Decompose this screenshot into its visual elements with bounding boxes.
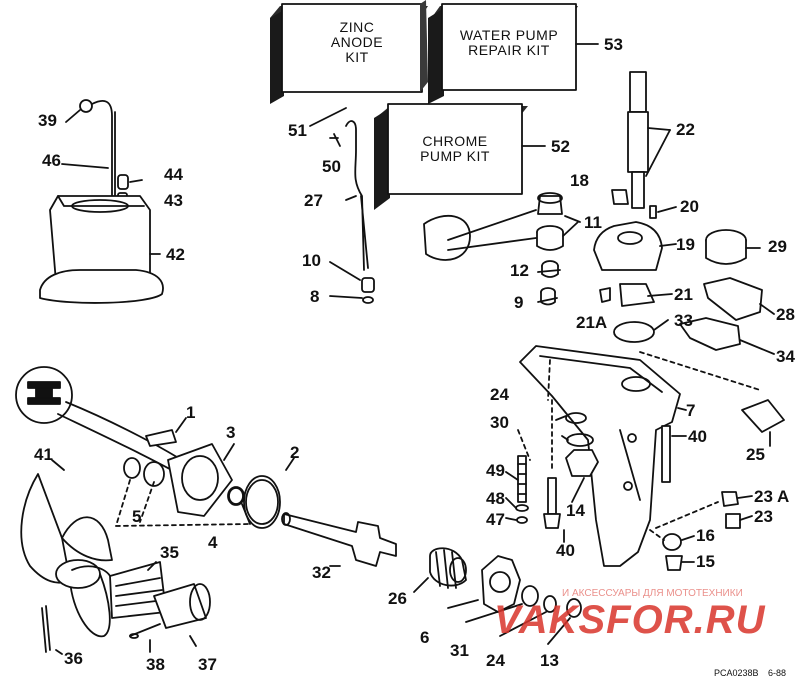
callout-32: 32	[312, 563, 331, 582]
callout-26: 26	[388, 589, 407, 608]
callout-14: 14	[566, 501, 585, 520]
callout-3: 3	[226, 423, 236, 442]
callout-25: 25	[746, 445, 765, 464]
propeller	[20, 473, 113, 655]
callout-41: 41	[34, 445, 53, 464]
callout-47: 47	[486, 510, 505, 529]
zinc-anode-kit-box	[270, 0, 428, 104]
callout-1: 1	[186, 403, 196, 422]
callout-24-lower: 24	[486, 651, 505, 670]
callout-22: 22	[676, 120, 695, 139]
callout-42: 42	[166, 245, 185, 264]
callout-11: 11	[584, 213, 602, 232]
callout-44: 44	[164, 165, 183, 184]
callout-13: 13	[540, 651, 559, 670]
callout-48: 48	[486, 489, 505, 508]
water-pump-parts	[423, 189, 775, 355]
gearcase-housing	[519, 345, 761, 567]
drain-plugs	[649, 491, 753, 571]
callout-24-upper: 24	[490, 385, 509, 404]
callout-51: 51	[288, 121, 307, 140]
callout-46: 46	[42, 151, 61, 170]
water-pump-kit-box	[428, 3, 599, 104]
gearcase-internal-parts	[505, 399, 785, 543]
callout-27: 27	[304, 191, 323, 210]
callout-31: 31	[450, 641, 469, 660]
shift-rod-assembly	[61, 99, 143, 211]
callout-7: 7	[686, 401, 696, 420]
callout-15: 15	[696, 552, 715, 571]
watermark-site: VAKSFOR.RU	[494, 598, 766, 642]
callout-53: 53	[604, 35, 623, 54]
exhaust-housing-cover	[39, 195, 164, 304]
chrome-pump-kit-box	[374, 103, 546, 210]
callout-37: 37	[198, 655, 217, 674]
callout-21a: 21A	[576, 313, 608, 332]
callout-40-lower: 40	[556, 541, 575, 560]
gasket-and-bushing	[228, 475, 281, 529]
callout-50: 50	[322, 157, 341, 176]
callout-33: 33	[674, 311, 693, 330]
callout-2: 2	[290, 443, 300, 462]
callout-43: 43	[164, 191, 183, 210]
propeller-hardware	[51, 417, 295, 527]
callout-40-upper: 40	[688, 427, 707, 446]
callout-23a: 23 A	[754, 487, 790, 506]
callout-30: 30	[490, 413, 509, 432]
zinc-anode-kit-label: ZINC ANODE KIT	[330, 19, 384, 65]
callout-21: 21	[674, 285, 693, 304]
callout-16: 16	[696, 526, 715, 545]
callout-34: 34	[776, 347, 795, 366]
callout-20: 20	[680, 197, 699, 216]
chrome-pump-kit-label: CHROME PUMP KIT	[420, 133, 490, 164]
callout-23: 23	[754, 507, 773, 526]
water-pump-kit-label: WATER PUMP REPAIR KIT	[459, 27, 559, 58]
callout-9: 9	[514, 293, 524, 312]
callout-52: 52	[551, 137, 570, 156]
callout-10: 10	[302, 251, 321, 270]
propeller-shaft	[109, 512, 397, 653]
drawing-date: 6-88	[768, 668, 787, 678]
callout-8: 8	[310, 287, 320, 306]
callout-12: 12	[510, 261, 529, 280]
callout-18: 18	[570, 171, 589, 190]
callout-19: 19	[676, 235, 695, 254]
shift-linkage	[309, 107, 375, 304]
callout-5: 5	[132, 507, 142, 526]
callout-38: 38	[146, 655, 165, 674]
watermark-tagline: И АКСЕССУАРЫ ДЛЯ МОТОТЕХНИКИ	[562, 588, 743, 599]
callout-49: 49	[486, 461, 505, 480]
callout-28: 28	[776, 305, 795, 324]
drawing-code: PCA0238B	[714, 668, 759, 678]
callout-4: 4	[208, 533, 218, 552]
callout-35: 35	[160, 543, 179, 562]
bearing-carrier-parts	[413, 547, 582, 645]
driveshaft	[627, 71, 671, 209]
callout-29: 29	[768, 237, 787, 256]
callout-6: 6	[420, 628, 430, 647]
callout-39: 39	[38, 111, 57, 130]
callout-36: 36	[64, 649, 83, 668]
